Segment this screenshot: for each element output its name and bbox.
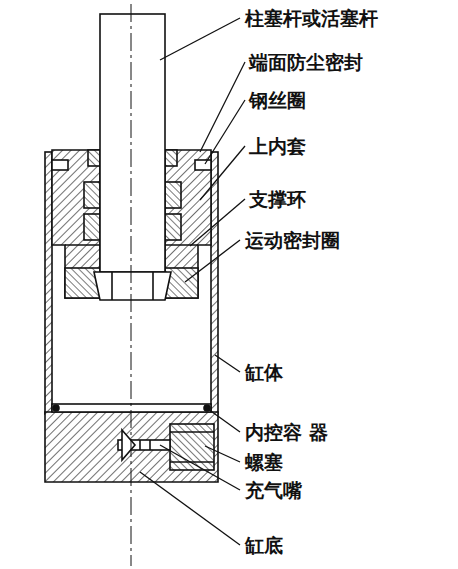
part-label: 柱塞杆或活塞杆 [244,7,379,29]
upper-sleeve-left [52,150,100,298]
part-label: 运动密封圈 [244,229,341,251]
part-label: 支撑环 [248,188,307,210]
cylinder-wall-left [45,152,52,414]
part-label: 缸底 [244,534,284,556]
cylinder-wall-right [211,152,218,414]
part-label: 螺塞 [244,451,284,473]
rod-nut [94,272,171,300]
part-label: 上内套 [248,135,307,157]
upper-sleeve-right [165,150,211,298]
part-label: 充气嘴 [244,479,303,501]
part-label: 端面防尘密封 [248,51,364,73]
part-label: 缸体 [244,361,284,383]
part-label: 钢丝圈 [248,89,307,111]
piston-rod [100,14,165,272]
part-label: 内控容 器 [244,421,329,443]
